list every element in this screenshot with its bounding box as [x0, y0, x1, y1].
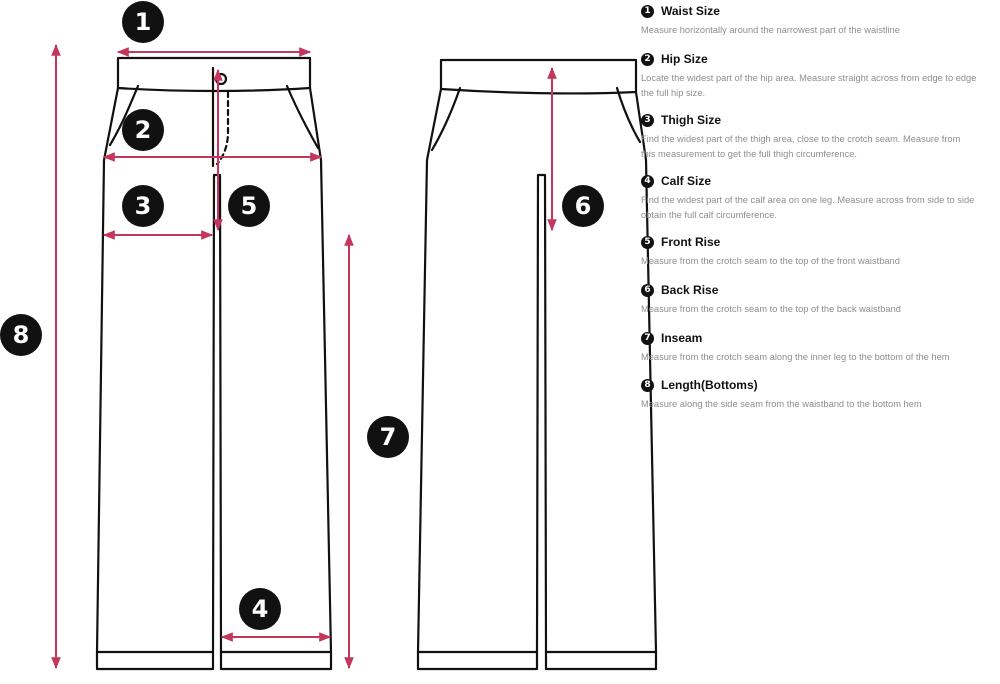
callout-1: 1	[122, 1, 164, 43]
description-line: Find the widest part of the thigh area, …	[641, 134, 961, 144]
legend-item-thigh-size: 3 Thigh Size Find the widest part of the…	[641, 111, 1000, 162]
legend-item-length-bottoms: 8 Length(Bottoms) Measure along the side…	[641, 376, 1000, 412]
description-line: Measure from the crotch seam to the top …	[641, 256, 900, 266]
legend-number-badge: 8	[641, 378, 654, 392]
description-line: Measure horizontally around the narrowes…	[641, 25, 900, 35]
description-line: Measure from the crotch seam along the i…	[641, 352, 950, 362]
legend-number-badge: 6	[641, 283, 654, 297]
legend-number-badge: 7	[641, 331, 654, 345]
callout-4-number: 4	[252, 595, 269, 623]
legend-item-description: Find the widest part of the thigh area, …	[641, 132, 1000, 162]
legend-item-description: Measure from the crotch seam to the top …	[641, 302, 1000, 317]
front-pants-outline	[95, 56, 333, 671]
legend-number-badge: 3	[641, 113, 654, 127]
legend-item-title: Hip Size	[661, 52, 708, 66]
legend-number-badge: 1	[641, 4, 654, 18]
legend-number-badge: 4	[641, 174, 654, 188]
measurement-lines	[51, 43, 557, 670]
legend-item-description: Measure from the crotch seam along the i…	[641, 350, 1000, 365]
front-left-hem	[95, 650, 215, 671]
legend-item-description: Measure along the side seam from the wai…	[641, 397, 1000, 412]
legend-item-back-rise: 6 Back Rise Measure from the crotch seam…	[641, 281, 1000, 317]
callout-6: 6	[562, 185, 604, 227]
description-line: this measurement to get the full thigh c…	[641, 149, 857, 159]
callout-3: 3	[122, 185, 164, 227]
legend-item-title: Calf Size	[661, 174, 712, 188]
description-line: Locate the widest part of the hip area. …	[641, 73, 977, 83]
back-right-pocket	[615, 86, 642, 144]
front-body-outline	[95, 86, 333, 654]
legend-number-badge: 2	[641, 52, 654, 66]
legend-item-calf-size: 4 Calf Size Find the widest part of the …	[641, 172, 1000, 223]
legend-item-hip-size: 2 Hip Size Locate the widest part of the…	[641, 50, 1000, 101]
callout-8-number: 8	[13, 321, 30, 349]
callout-3-number: 3	[135, 192, 152, 220]
back-body-outline	[416, 87, 658, 654]
legend-item-description: Measure from the crotch seam to the top …	[641, 254, 1000, 269]
callout-5: 5	[228, 185, 270, 227]
measurement-legend: 1 Waist Size Measure horizontally around…	[641, 2, 1000, 422]
legend-item-title: Front Rise	[661, 235, 721, 249]
legend-item-description: Locate the widest part of the hip area. …	[641, 71, 1000, 101]
back-pants-outline	[416, 58, 658, 671]
legend-item-title: Waist Size	[661, 4, 720, 18]
legend-item-title: Back Rise	[661, 283, 719, 297]
front-right-pocket	[285, 84, 320, 150]
back-right-hem	[544, 650, 658, 671]
front-left-pocket	[108, 84, 140, 147]
description-line: the full hip size.	[641, 88, 706, 98]
callout-8: 8	[0, 314, 42, 356]
legend-item-title: Inseam	[661, 331, 703, 345]
legend-item-waist-size: 1 Waist Size Measure horizontally around…	[641, 2, 1000, 38]
front-right-hem	[219, 650, 333, 671]
legend-item-description: Find the widest part of the calf area on…	[641, 193, 1000, 223]
legend-item-description: Measure horizontally around the narrowes…	[641, 23, 1000, 38]
description-line: Find the widest part of the calf area on…	[641, 195, 975, 205]
callout-2-number: 2	[135, 116, 152, 144]
legend-number-badge: 5	[641, 235, 654, 249]
callout-5-number: 5	[241, 192, 258, 220]
legend-item-title: Thigh Size	[661, 113, 721, 127]
description-line: Measure from the crotch seam to the top …	[641, 304, 901, 314]
description-line: obtain the full calf circumference.	[641, 210, 777, 220]
legend-item-title: Length(Bottoms)	[661, 378, 758, 392]
legend-item-front-rise: 5 Front Rise Measure from the crotch sea…	[641, 233, 1000, 269]
callout-6-number: 6	[575, 192, 592, 220]
callout-7-number: 7	[380, 423, 397, 451]
back-waistband	[439, 58, 638, 95]
legend-item-inseam: 7 Inseam Measure from the crotch seam al…	[641, 329, 1000, 365]
callout-4: 4	[239, 588, 281, 630]
callout-2: 2	[122, 109, 164, 151]
description-line: Measure along the side seam from the wai…	[641, 399, 922, 409]
back-left-pocket	[430, 86, 462, 152]
back-left-hem	[416, 650, 539, 671]
callout-1-number: 1	[135, 8, 152, 36]
callout-7: 7	[367, 416, 409, 458]
